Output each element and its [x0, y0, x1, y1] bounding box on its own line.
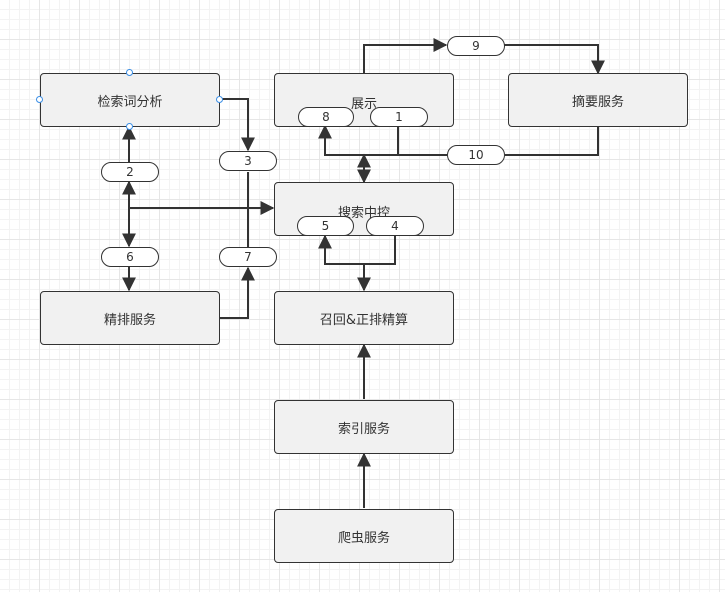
node-recall-ranking[interactable]: 召回&正排精算 [274, 291, 454, 345]
node-summary-service[interactable]: 摘要服务 [508, 73, 688, 127]
edge-5[interactable] [318, 234, 364, 265]
edge-label-2[interactable]: 2 [101, 162, 159, 182]
edge-9-cont[interactable] [504, 44, 605, 75]
selection-handle-bottom[interactable] [126, 123, 133, 130]
node-display-label: 展示 [350, 97, 377, 112]
edge-label-3[interactable]: 3 [219, 151, 277, 171]
selection-handle-top[interactable] [126, 69, 133, 76]
edge-10[interactable] [505, 127, 599, 156]
node-crawler-service[interactable]: 爬虫服务 [274, 509, 454, 563]
edge-label-6[interactable]: 6 [101, 247, 159, 267]
edge-label-9[interactable]: 9 [447, 36, 505, 56]
edge-7[interactable] [219, 266, 255, 319]
edge-label-7[interactable]: 7 [219, 247, 277, 267]
selection-handle-left[interactable] [36, 96, 43, 103]
node-fine-ranking[interactable]: 精排服务 [40, 291, 220, 345]
node-query-analysis[interactable]: 检索词分析 [40, 73, 220, 127]
selection-handle-right[interactable] [216, 96, 223, 103]
edge-1[interactable] [364, 127, 399, 156]
edge-9[interactable] [363, 38, 448, 73]
node-index-service[interactable]: 索引服务 [274, 400, 454, 454]
edge-3[interactable] [219, 98, 255, 152]
edge-label-10[interactable]: 10 [447, 145, 505, 165]
edge-label-4[interactable]: 4 [366, 216, 424, 236]
edge-4[interactable] [364, 236, 396, 265]
edge-label-5[interactable]: 5 [297, 216, 354, 236]
edge-10-8[interactable] [318, 124, 447, 156]
edge-label-8[interactable]: 8 [298, 107, 354, 127]
edge-label-1[interactable]: 1 [370, 107, 428, 127]
